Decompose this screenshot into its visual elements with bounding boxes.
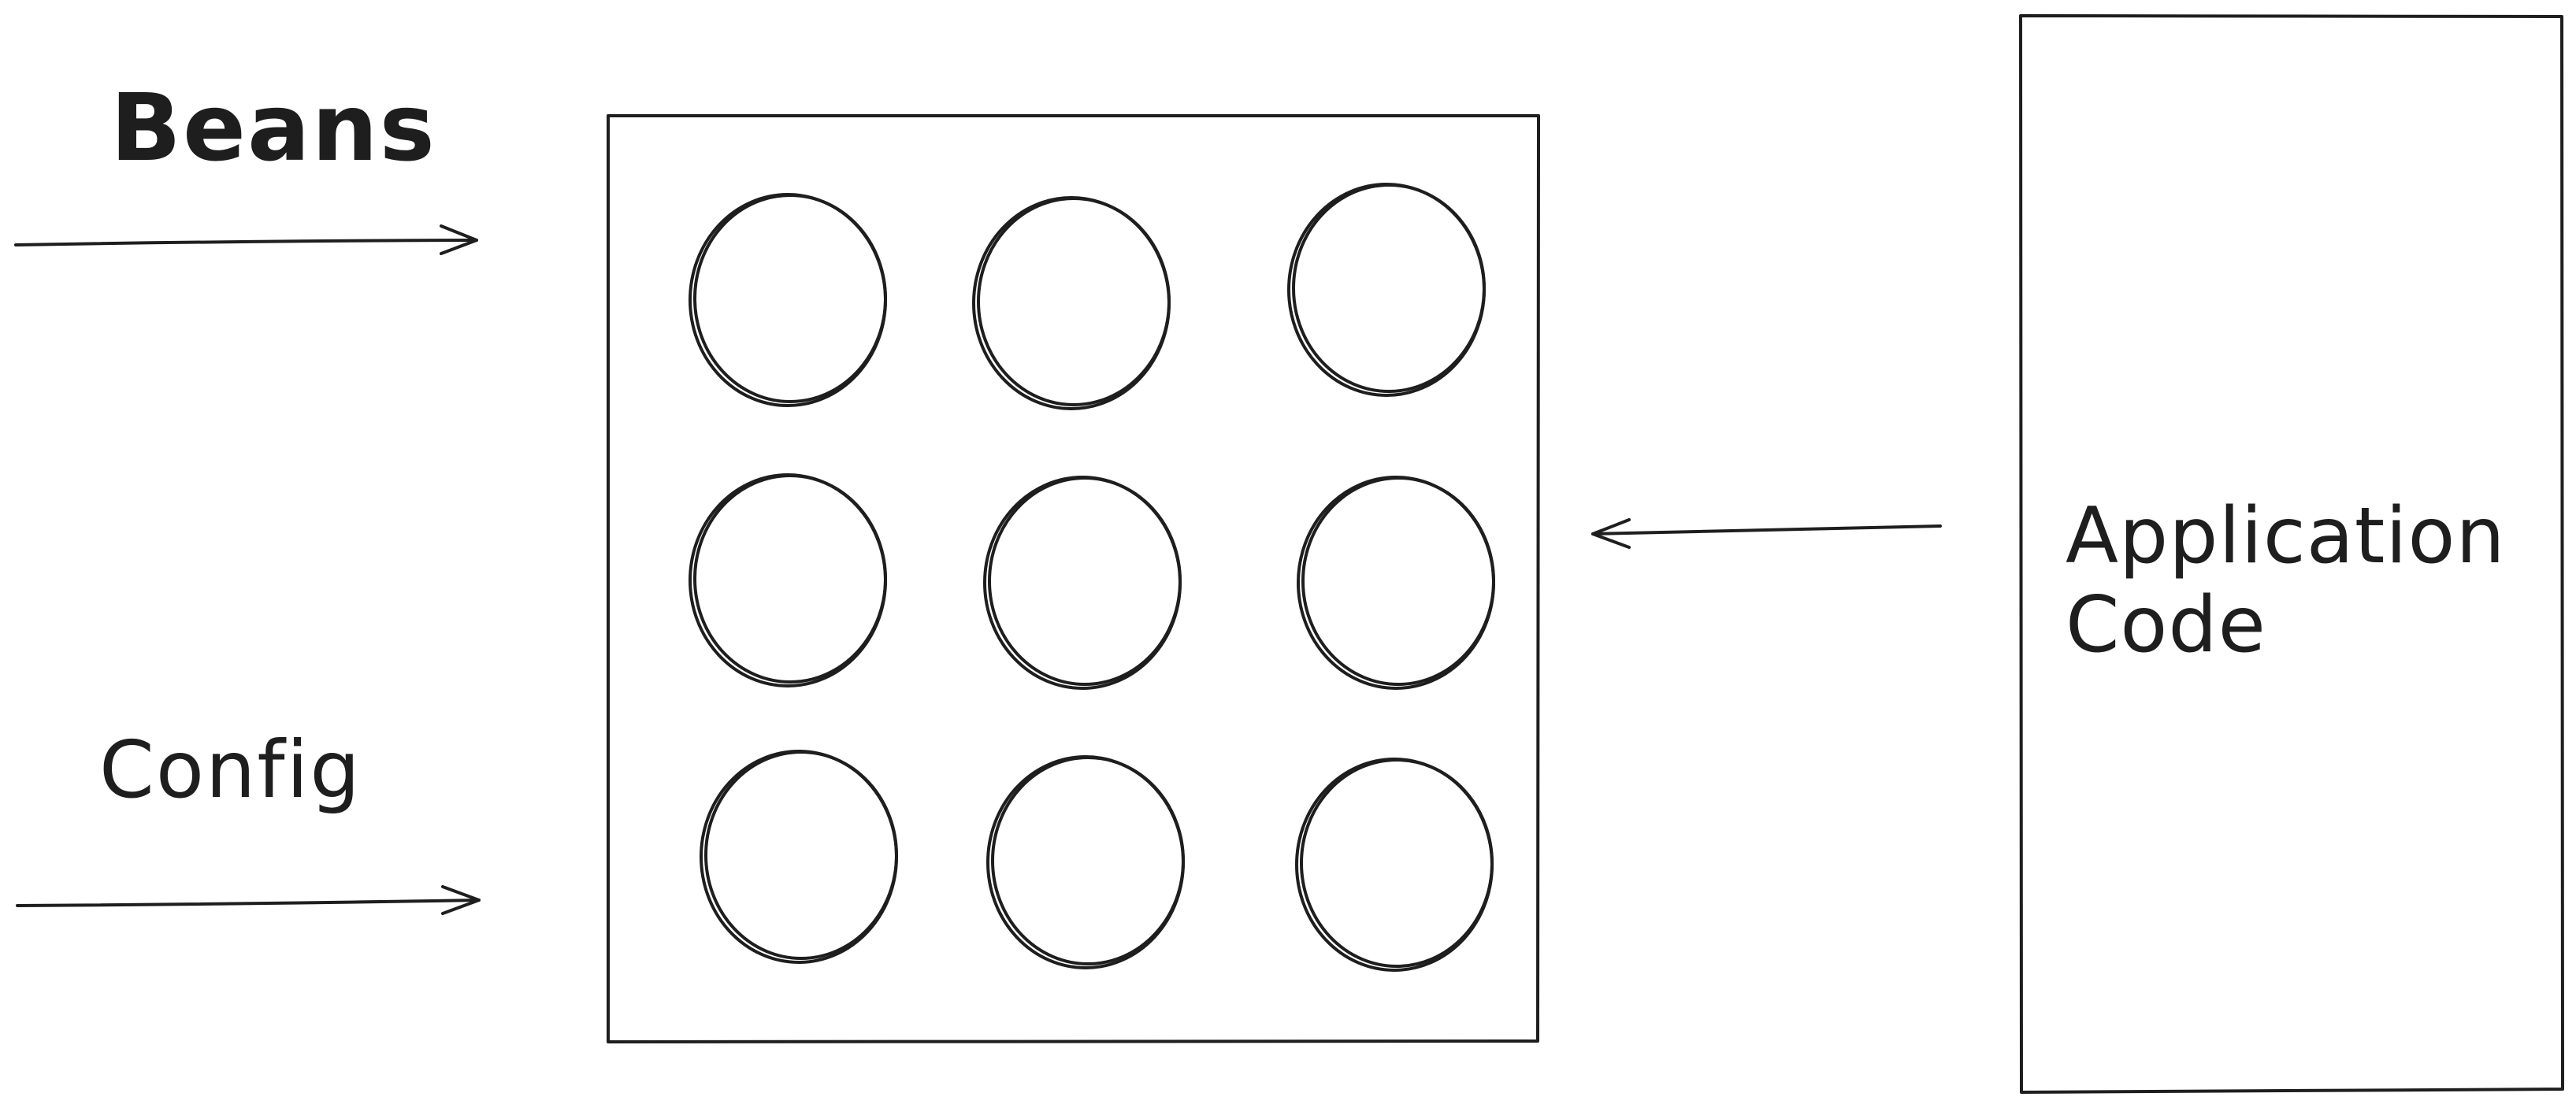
- bean-circle: [700, 750, 898, 964]
- bean-circle: [689, 193, 887, 407]
- container-box: [607, 114, 1540, 1043]
- bean-circle: [972, 196, 1171, 410]
- bean-circle: [1295, 758, 1494, 972]
- config-arrow: [16, 885, 481, 915]
- bean-circle: [986, 755, 1185, 969]
- application-code-label-line2: Code: [2066, 580, 2266, 670]
- application-code-box: [2019, 14, 2564, 1094]
- beans-label: Beans: [110, 73, 436, 182]
- bean-grid: [689, 183, 1495, 972]
- bean-circle: [1297, 476, 1495, 690]
- bean-circle: [983, 476, 1182, 690]
- beans-arrow: [14, 224, 478, 255]
- bean-circle: [1287, 183, 1486, 397]
- application-code-label-line1: Application: [2066, 491, 2506, 581]
- application-code-label: Application Code: [2066, 492, 2506, 669]
- bean-circle: [689, 473, 887, 687]
- config-label: Config: [99, 724, 362, 816]
- application-arrow: [1591, 518, 1942, 549]
